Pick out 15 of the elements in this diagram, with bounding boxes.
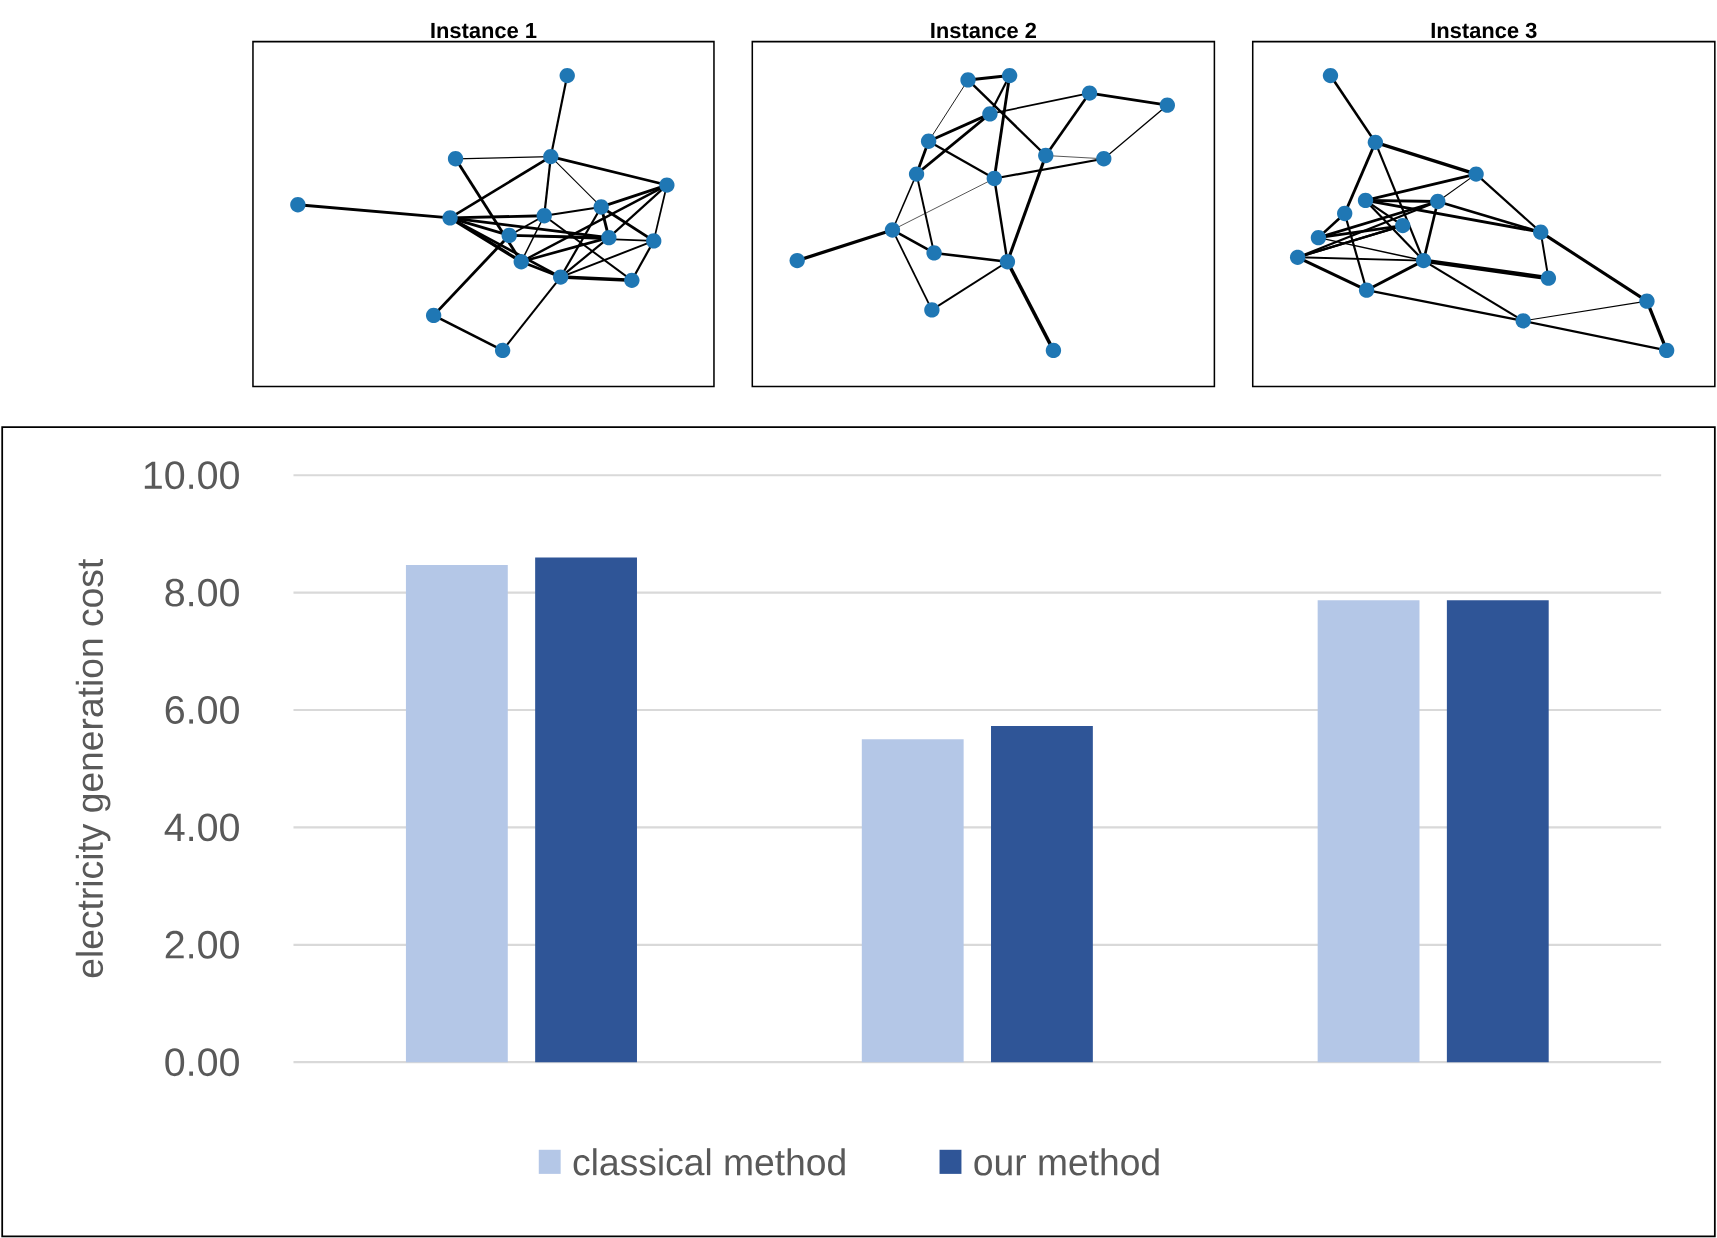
tick-label: 10.00 [144,461,239,489]
node-label: Instance 3 [1431,22,1537,38]
tick-label: 8.00 [165,578,239,607]
axis-title: electricity generation cost [75,558,111,977]
node-label: Instance 1 [431,22,537,38]
tick-label: 0.00 [165,1048,239,1076]
tick-label: 2.00 [165,930,239,959]
tick-label: 4.00 [164,813,239,842]
panel-box: Instance 2 [751,22,1216,388]
panel-box: Instance 1 [252,22,715,388]
legend-label: our method [974,1147,1159,1176]
panel-box: Instance 3 [1251,22,1716,388]
legend-label: classical method [573,1147,845,1176]
node-label: Instance 2 [931,22,1036,38]
tick-label: 6.00 [165,695,239,724]
